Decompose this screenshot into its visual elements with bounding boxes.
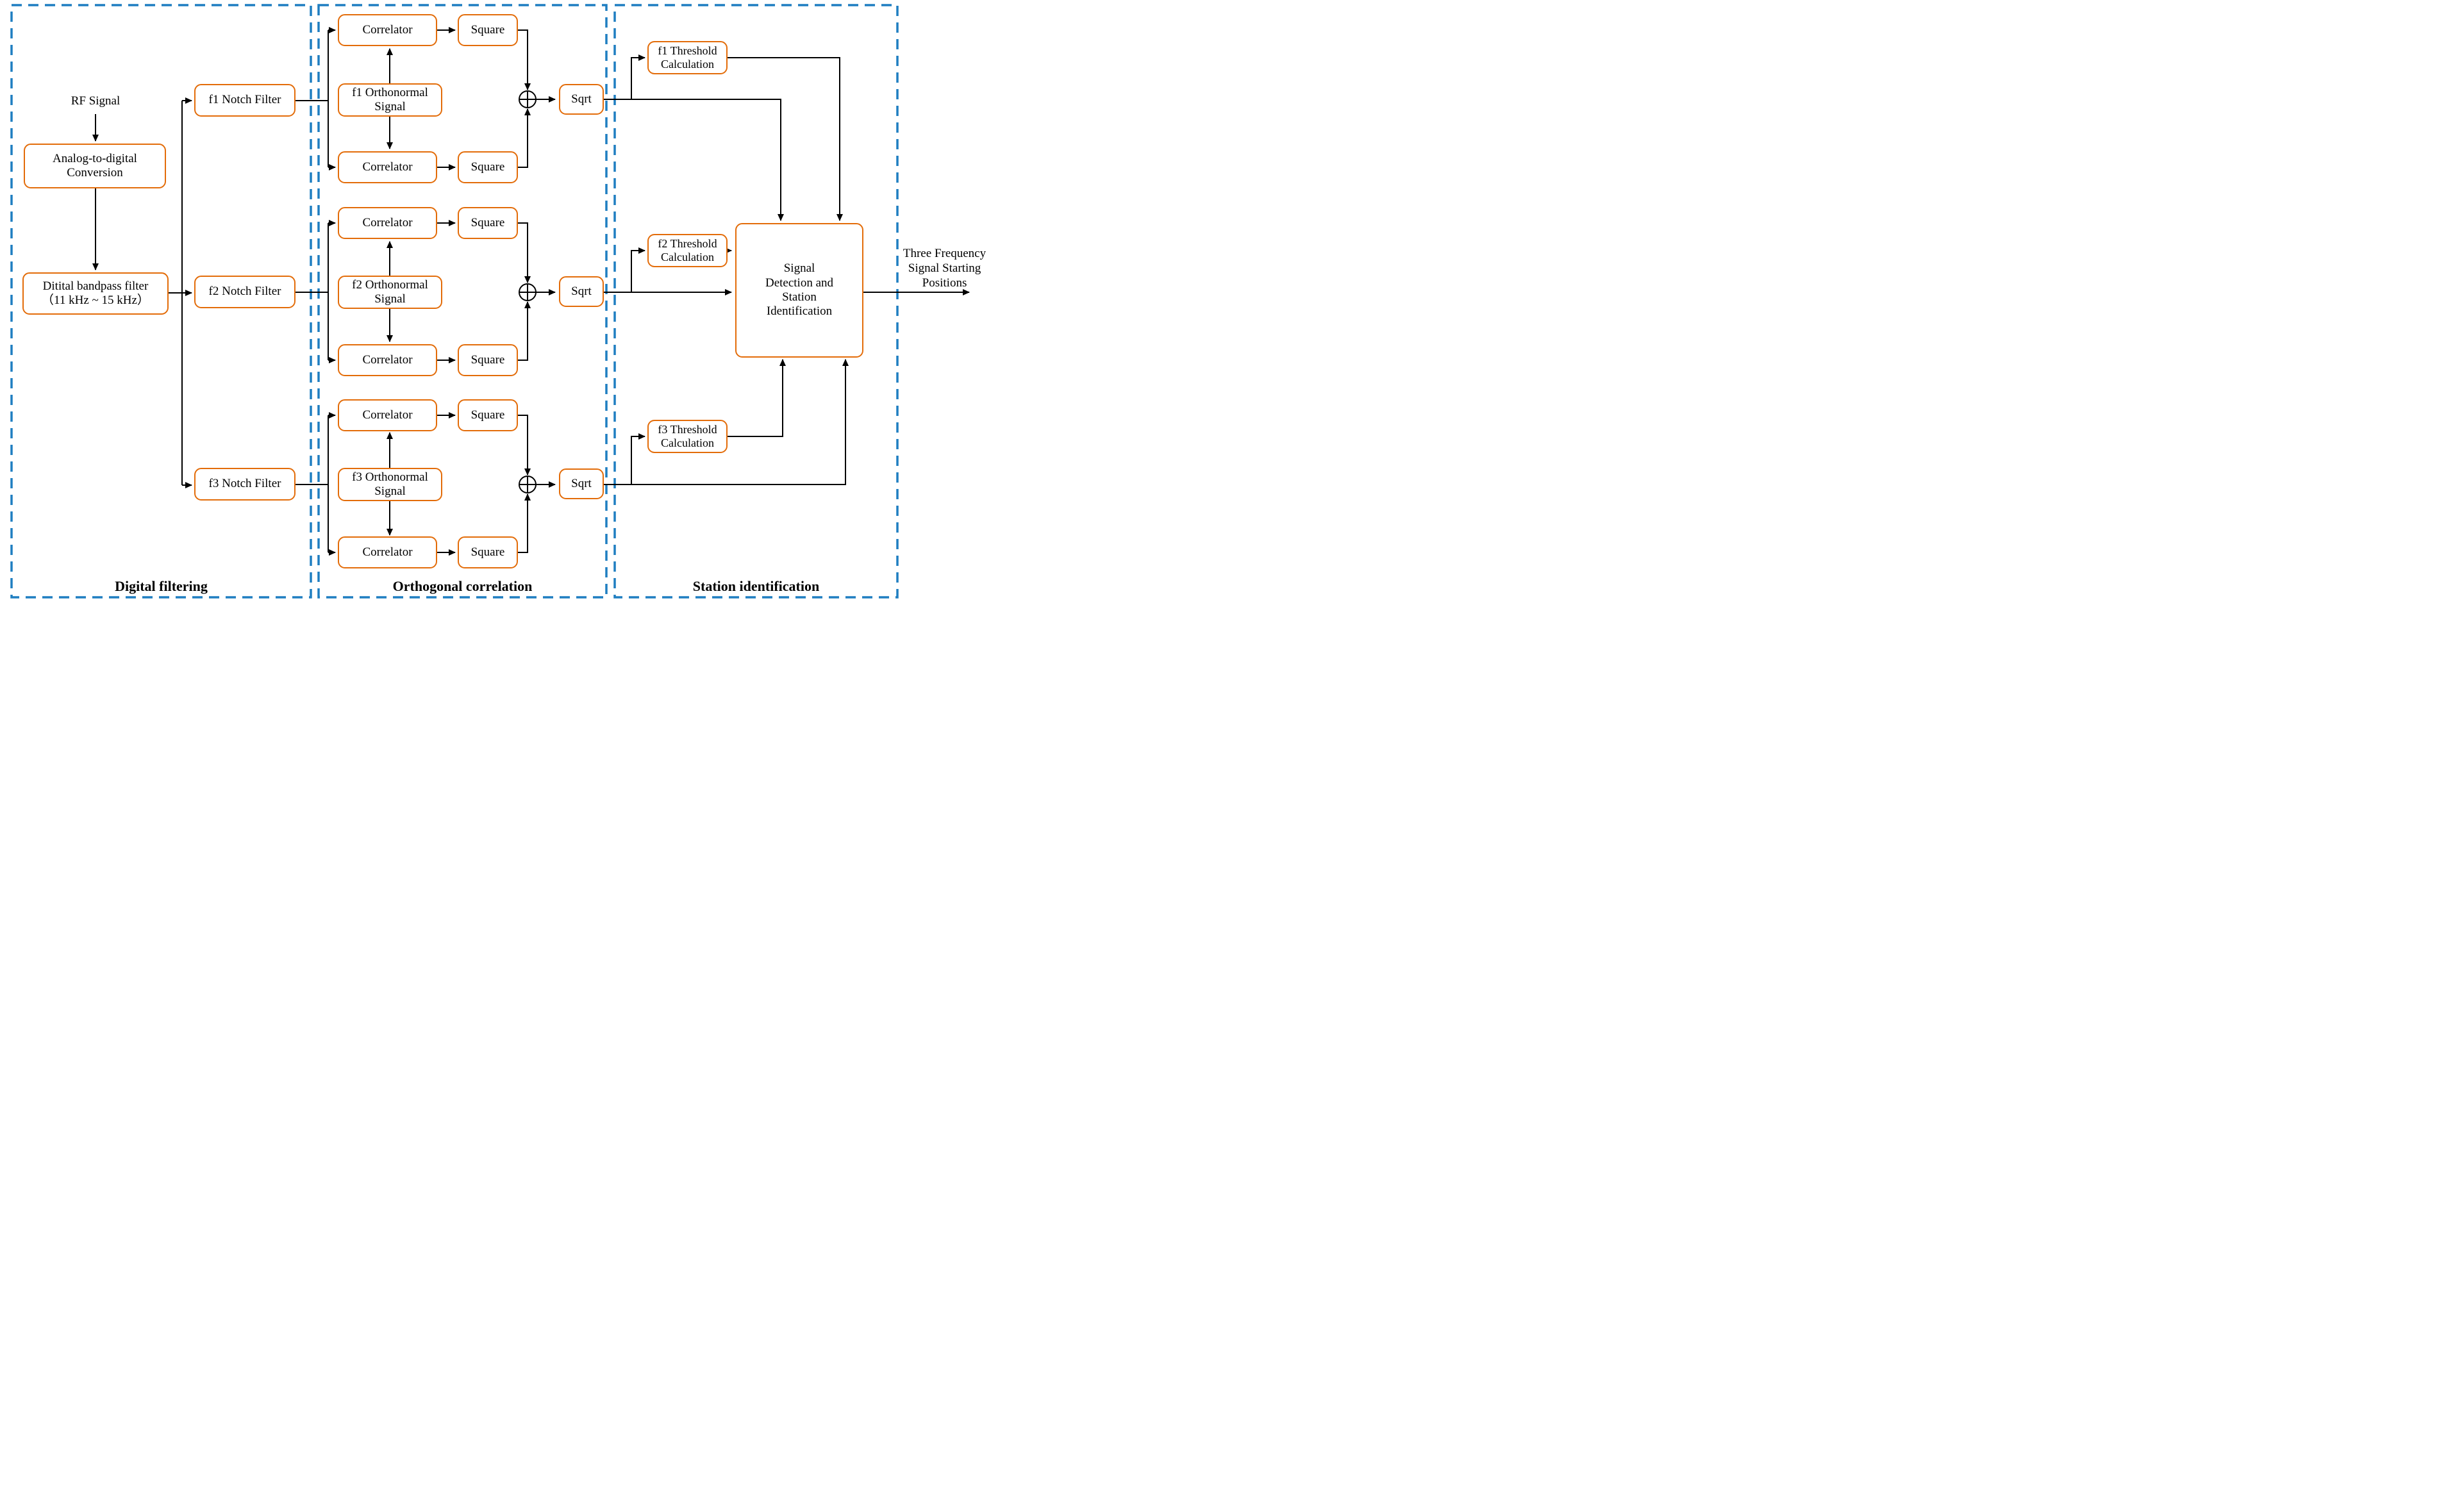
node-square-f1-bottom: Square <box>458 151 518 183</box>
arrow-branch-to-threshold-f3 <box>631 433 645 484</box>
arrow-square-f3-bottom-to-adder <box>518 493 531 553</box>
arrow-branch-to-threshold-f2 <box>631 247 645 292</box>
section-station-identification-frame <box>613 4 899 599</box>
correlator-label: Correlator <box>362 160 413 174</box>
section-label-digital-filtering: Digital filtering <box>115 578 208 594</box>
arrow-sqrt-f1-to-detector <box>604 99 784 221</box>
node-notch-filter-f1: f1 Notch Filter <box>194 84 296 117</box>
node-correlator-f3-bottom: Correlator <box>338 536 437 568</box>
section-orthogonal-correlation-frame <box>317 4 608 599</box>
square-label: Square <box>470 215 505 229</box>
sqrt-label: Sqrt <box>571 92 592 106</box>
sqrt-label: Sqrt <box>571 476 592 490</box>
bandpass-line1: Ditital bandpass filter <box>42 279 149 293</box>
connector-layer <box>10 4 970 599</box>
adder-f2-cross <box>519 284 536 301</box>
node-threshold-f1: f1 Threshold Calculation <box>647 41 728 74</box>
bandpass-line2: （11 kHz ~ 15 kHz） <box>42 294 149 307</box>
node-orthonormal-f2: f2 Orthonormal Signal <box>338 276 442 309</box>
square-label: Square <box>470 545 505 559</box>
node-sqrt-f2: Sqrt <box>559 276 604 307</box>
node-orthonormal-f1: f1 Orthonormal Signal <box>338 83 442 117</box>
section-label-station-identification: Station identification <box>692 578 820 594</box>
threshold-f3-label: f3 Threshold Calculation <box>658 422 717 449</box>
arrow-branch-to-threshold-f1 <box>631 54 645 99</box>
node-square-f2-bottom: Square <box>458 344 518 376</box>
correlator-label: Correlator <box>362 22 413 37</box>
notch-f2-label: f2 Notch Filter <box>208 285 281 299</box>
threshold-f2-label: f2 Threshold Calculation <box>658 236 717 263</box>
node-orthonormal-f3: f3 Orthonormal Signal <box>338 468 442 501</box>
notch-f3-label: f3 Notch Filter <box>208 477 281 491</box>
node-correlator-f1-bottom: Correlator <box>338 151 437 183</box>
node-bandpass-label: Ditital bandpass filter （11 kHz ~ 15 kHz… <box>42 279 149 308</box>
node-square-f1-top: Square <box>458 14 518 46</box>
node-square-f3-bottom: Square <box>458 536 518 568</box>
arrow-square-f1-bottom-to-adder <box>518 108 531 168</box>
notch-f1-label: f1 Notch Filter <box>208 93 281 107</box>
node-square-f3-top: Square <box>458 399 518 431</box>
node-correlator-f2-top: Correlator <box>338 207 437 239</box>
correlator-label: Correlator <box>362 352 413 367</box>
arrow-threshold-f1-to-detector <box>728 57 843 221</box>
section-digital-filtering-frame <box>10 4 312 599</box>
node-signal-detection: Signal Detection and Station Identificat… <box>735 223 863 358</box>
block-diagram: RF Signal Three Frequency Signal Startin… <box>0 0 991 603</box>
arrow-threshold-f3-to-detector <box>728 359 786 437</box>
arrow-sqrt-f3-to-detector <box>604 359 849 485</box>
square-label: Square <box>470 352 505 367</box>
node-correlator-f3-top: Correlator <box>338 399 437 431</box>
node-correlator-f2-bottom: Correlator <box>338 344 437 376</box>
rf-signal-label: RF Signal <box>71 94 121 108</box>
orthonormal-f2-label: f2 Orthonormal Signal <box>352 277 428 306</box>
node-square-f2-top: Square <box>458 207 518 239</box>
node-adc: Analog-to-digital Conversion <box>24 144 166 188</box>
node-notch-filter-f3: f3 Notch Filter <box>194 468 296 501</box>
section-label-orthogonal-correlation: Orthogonal correlation <box>392 578 533 594</box>
node-bandpass-filter: Ditital bandpass filter （11 kHz ~ 15 kHz… <box>22 272 169 315</box>
arrow-square-f2-top-to-adder <box>518 222 531 283</box>
square-label: Square <box>470 160 505 174</box>
node-threshold-f2: f2 Threshold Calculation <box>647 234 728 267</box>
arrow-square-f2-bottom-to-adder <box>518 301 531 361</box>
threshold-f1-label: f1 Threshold Calculation <box>658 44 717 70</box>
correlator-label: Correlator <box>362 545 413 559</box>
adder-f3-cross <box>519 476 536 493</box>
signal-detection-label: Signal Detection and Station Identificat… <box>765 261 834 319</box>
arrow-square-f3-top-to-adder <box>518 415 531 476</box>
orthonormal-f3-label: f3 Orthonormal Signal <box>352 470 428 498</box>
square-label: Square <box>470 408 505 422</box>
arrow-square-f1-top-to-adder <box>518 29 531 90</box>
node-adc-label: Analog-to-digital Conversion <box>53 151 137 179</box>
node-notch-filter-f2: f2 Notch Filter <box>194 276 296 308</box>
square-label: Square <box>470 22 505 37</box>
sqrt-label: Sqrt <box>571 284 592 298</box>
node-sqrt-f1: Sqrt <box>559 84 604 115</box>
correlator-label: Correlator <box>362 215 413 229</box>
output-label: Three Frequency Signal Starting Position… <box>903 247 986 290</box>
node-correlator-f1-top: Correlator <box>338 14 437 46</box>
adder-f1-cross <box>519 91 536 108</box>
node-threshold-f3: f3 Threshold Calculation <box>647 420 728 453</box>
node-sqrt-f3: Sqrt <box>559 468 604 499</box>
correlator-label: Correlator <box>362 408 413 422</box>
orthonormal-f1-label: f1 Orthonormal Signal <box>352 85 428 113</box>
